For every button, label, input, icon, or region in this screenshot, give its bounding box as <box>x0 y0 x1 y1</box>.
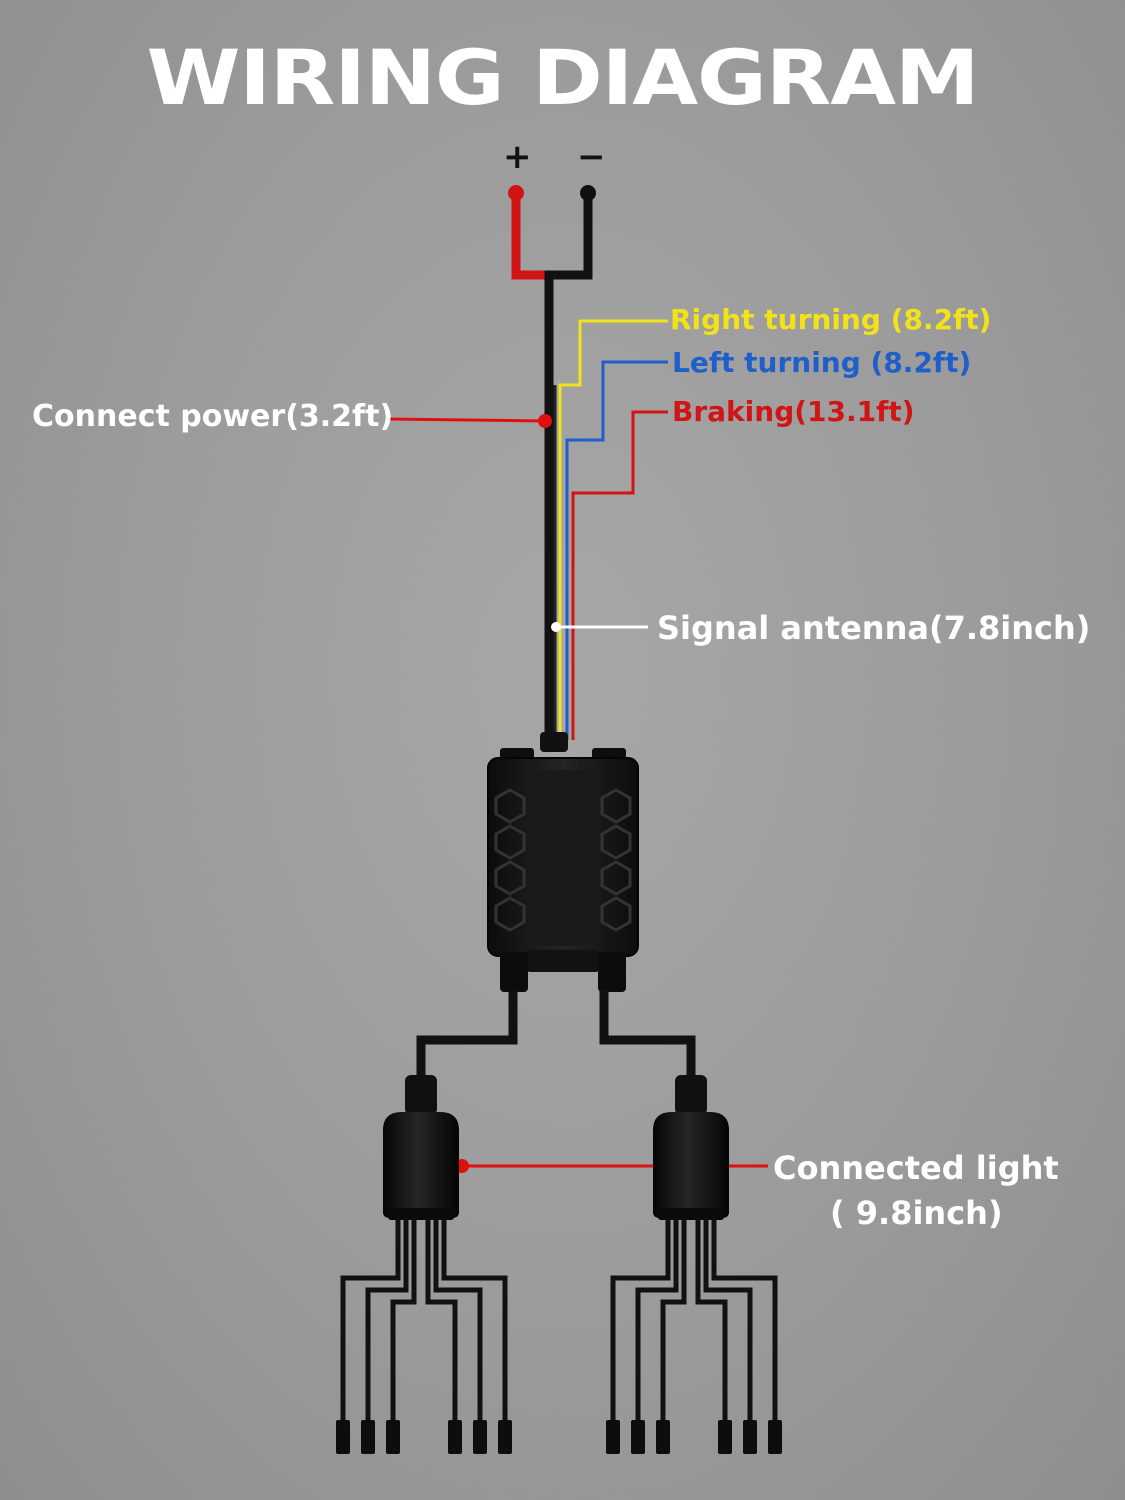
output-cables <box>416 990 696 1080</box>
right-turning-wire <box>558 319 668 740</box>
plug-icon <box>336 1420 782 1454</box>
positive-terminal <box>508 185 524 201</box>
negative-wire <box>544 193 593 740</box>
fanout-wires-right <box>610 1218 778 1420</box>
signal-antenna-label: Signal antenna(7.8inch) <box>657 609 1091 647</box>
right-turning-label: Right turning (8.2ft) <box>670 303 992 336</box>
connect-power-label: Connect power(3.2ft) <box>32 399 394 434</box>
power-callout-dot <box>538 414 552 428</box>
braking-label: Braking(13.1ft) <box>672 395 915 428</box>
power-wires <box>508 185 596 740</box>
control-box-icon <box>487 732 639 992</box>
left-turning-wire <box>565 360 668 740</box>
plus-label: + <box>503 137 532 177</box>
left-turning-label: Left turning (8.2ft) <box>672 346 972 379</box>
signal-wires <box>553 319 668 740</box>
light-connector-icon <box>383 1075 459 1220</box>
negative-terminal <box>580 185 596 201</box>
power-callout-line <box>387 417 546 423</box>
connected-light-label: Connected light <box>773 1149 1059 1187</box>
fanout-wires-left <box>340 1218 508 1420</box>
light-connector-icon <box>653 1075 729 1220</box>
minus-label: − <box>577 137 606 177</box>
page-title: WIRING DIAGRAM <box>146 33 979 122</box>
braking-wire <box>571 410 668 740</box>
connected-light-length-label: ( 9.8inch) <box>830 1194 1003 1232</box>
positive-wire <box>511 193 549 280</box>
antenna-callout-dot <box>551 622 561 632</box>
